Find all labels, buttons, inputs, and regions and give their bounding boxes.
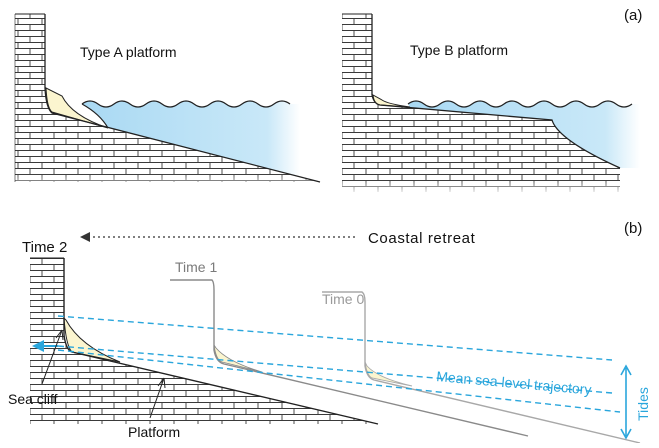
- platform-label: Platform: [128, 424, 180, 440]
- time1-profile: [170, 279, 529, 437]
- type-a-label: Type A platform: [80, 44, 177, 60]
- platform-pointer: [149, 377, 165, 419]
- lower-tide-line: [57, 349, 621, 413]
- msl-arrowhead-icon: [32, 340, 44, 352]
- type-a-rock: [15, 14, 320, 182]
- type-a-water: [82, 101, 300, 177]
- panel-b-figure: [30, 232, 641, 444]
- type-b-label: Type B platform: [410, 42, 508, 58]
- type-b-rock: [342, 14, 620, 192]
- time2-sediment: [63, 316, 121, 363]
- panel-a-tag: (a): [624, 7, 642, 24]
- retreat-arrowhead-icon: [80, 232, 90, 242]
- time0-profile: [322, 291, 641, 444]
- time1-label: Time 1: [175, 259, 217, 275]
- tides-label: Tides: [635, 387, 651, 421]
- retreat-label: Coastal retreat: [368, 230, 476, 247]
- time2-label: Time 2: [22, 239, 67, 256]
- type-b-platform-figure: [342, 13, 640, 194]
- time0-sediment: [364, 361, 413, 387]
- time2-rock: [30, 258, 378, 424]
- panel-b-tag: (b): [624, 220, 642, 237]
- type-a-platform-figure: [14, 13, 321, 190]
- sea-cliff-pointer: [41, 329, 63, 385]
- msl-label: Mean sea level trajectory: [436, 368, 592, 398]
- type-b-water: [408, 101, 640, 168]
- sea-cliff-label: Sea cliff: [8, 391, 58, 407]
- time0-label: Time 0: [322, 291, 364, 307]
- msl-trajectory-line: [57, 345, 613, 394]
- upper-tide-line: [57, 315, 613, 361]
